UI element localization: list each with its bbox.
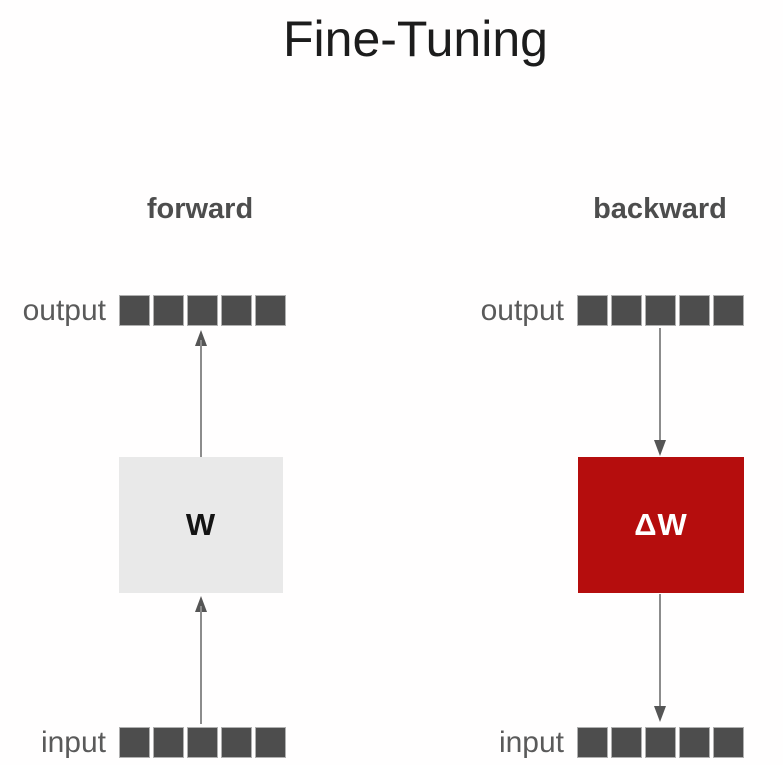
vector-unit-square	[221, 727, 252, 758]
weight-matrix-label: W	[185, 507, 217, 542]
delta-weight-matrix-box: ΔW	[578, 457, 744, 593]
diagram-title: Fine-Tuning	[283, 11, 548, 67]
forward-column-heading: forward	[146, 193, 254, 225]
delta-weight-matrix-label: ΔW	[634, 507, 688, 542]
backward-down-arrow-top	[654, 328, 666, 456]
vector-unit-square	[713, 727, 744, 758]
backward-column-heading: backward	[593, 193, 727, 225]
input-label: input	[40, 725, 106, 759]
forward-up-arrow-bottom	[195, 596, 207, 724]
input-vector	[119, 727, 286, 758]
backward-down-arrow-bottom	[654, 594, 666, 722]
vector-unit-square	[153, 295, 184, 326]
vector-unit-square	[611, 295, 642, 326]
backward-input-row: input	[458, 727, 744, 758]
vector-unit-square	[679, 295, 710, 326]
vector-unit-square	[153, 727, 184, 758]
input-vector	[577, 727, 744, 758]
output-vector	[119, 295, 286, 326]
vector-unit-square	[679, 727, 710, 758]
vector-unit-square	[645, 727, 676, 758]
vector-unit-square	[187, 295, 218, 326]
forward-output-row: output	[0, 295, 286, 326]
vector-unit-square	[577, 295, 608, 326]
vector-unit-square	[255, 295, 286, 326]
weight-matrix-box: W	[119, 457, 283, 593]
output-label: output	[22, 293, 106, 327]
output-label: output	[480, 293, 564, 327]
vector-unit-square	[187, 727, 218, 758]
input-label: input	[498, 725, 564, 759]
backward-output-row: output	[458, 295, 744, 326]
vector-unit-square	[119, 295, 150, 326]
forward-up-arrow-top	[195, 330, 207, 458]
forward-input-row: input	[0, 727, 286, 758]
vector-unit-square	[645, 295, 676, 326]
vector-unit-square	[713, 295, 744, 326]
vector-unit-square	[255, 727, 286, 758]
vector-unit-square	[221, 295, 252, 326]
output-vector	[577, 295, 744, 326]
vector-unit-square	[611, 727, 642, 758]
vector-unit-square	[577, 727, 608, 758]
vector-unit-square	[119, 727, 150, 758]
